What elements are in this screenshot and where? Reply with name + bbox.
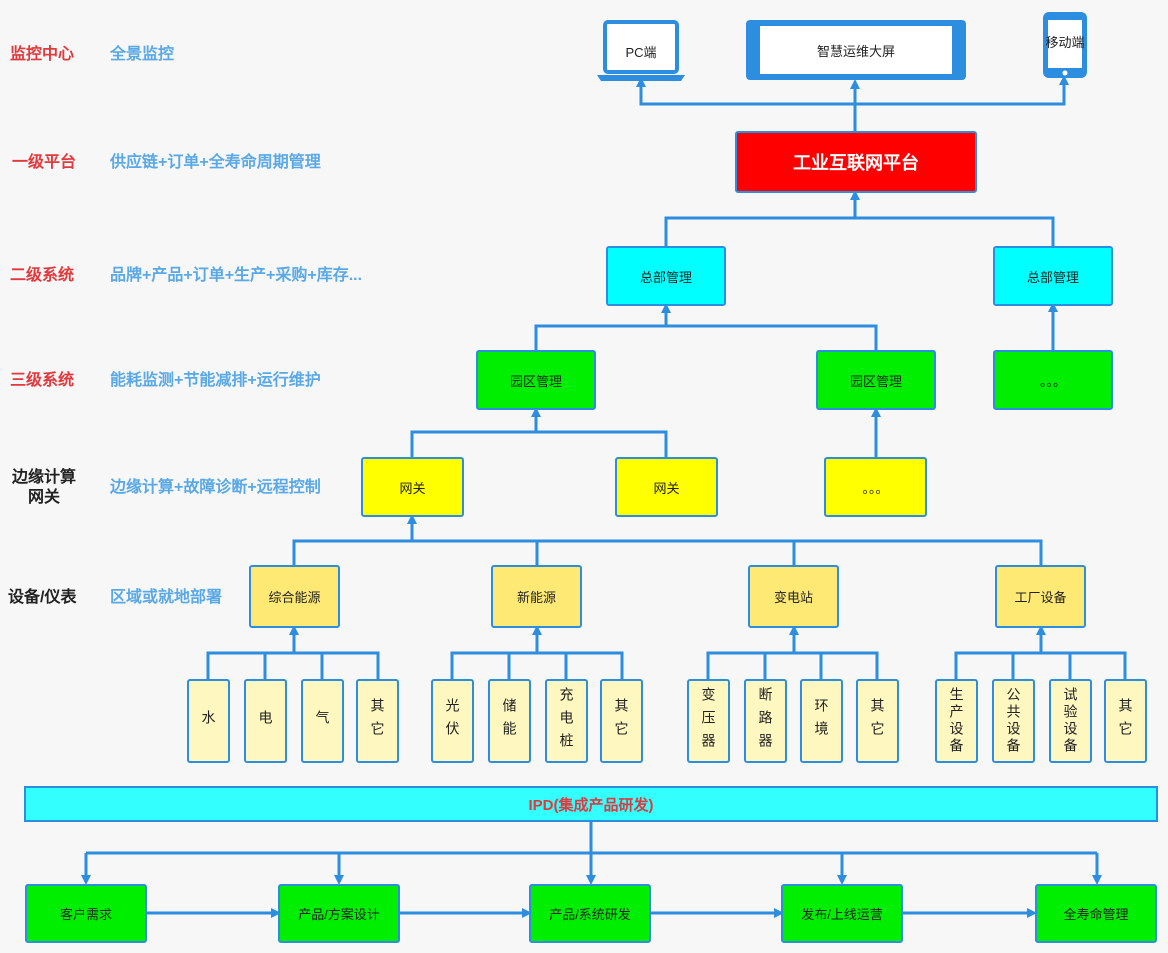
big-screen-icon — [746, 20, 966, 80]
level-name-tertiary: 三级系统 — [10, 372, 75, 389]
leaf-environment: 环境 — [800, 679, 843, 763]
level-desc-primary: 供应链+订单+全寿命周期管理 — [110, 154, 321, 171]
leaf-photovoltaic: 光伏 — [431, 679, 474, 763]
leaf-other-4: 其它 — [1104, 679, 1147, 763]
leaf-production-equipment: 生产设备 — [935, 679, 978, 763]
laptop-icon — [597, 20, 685, 81]
level-name-primary: 一级平台 — [12, 154, 77, 171]
park-management-2: 园区管理 — [816, 350, 936, 410]
category-substation: 变电站 — [748, 565, 839, 628]
hq-management-2: 总部管理 — [993, 246, 1113, 306]
big-screen-label: 智慧运维大屏 — [816, 44, 895, 59]
leaf-breaker: 断路器 — [744, 679, 787, 763]
process-release-operation: 发布/上线运营 — [781, 884, 903, 943]
pc-label: PC端 — [625, 45, 657, 60]
leaf-other-2: 其它 — [600, 679, 643, 763]
leaf-gas: 气 — [301, 679, 344, 763]
mobile-icon — [1043, 12, 1087, 78]
level-name-monitor: 监控中心 — [10, 46, 75, 63]
leaf-electricity: 电 — [244, 679, 287, 763]
level-desc-secondary: 品牌+产品+订单+生产+采购+库存... — [110, 267, 363, 284]
level-desc-tertiary: 能耗监测+节能减排+运行维护 — [110, 372, 321, 389]
leaf-test-equipment: 试验设备 — [1049, 679, 1092, 763]
level-name-secondary: 二级系统 — [10, 267, 75, 284]
gateway-2: 网关 — [615, 457, 718, 517]
process-system-rd: 产品/系统研发 — [529, 884, 651, 943]
category-integrated-energy: 综合能源 — [249, 565, 340, 628]
level-desc-edge: 边缘计算+故障诊断+远程控制 — [110, 479, 321, 496]
leaf-transformer: 变压器 — [687, 679, 730, 763]
leaf-storage: 储能 — [488, 679, 531, 763]
leaf-public-equipment: 公共设备 — [992, 679, 1035, 763]
process-customer-demand: 客户需求 — [25, 884, 147, 943]
leaf-water: 水 — [187, 679, 230, 763]
level-desc-device: 区域或就地部署 — [110, 589, 223, 606]
ipd-banner: IPD(集成产品研发) — [24, 786, 1158, 822]
process-lifecycle-management: 全寿命管理 — [1035, 884, 1157, 943]
level-name-device: 设备/仪表 — [8, 589, 77, 606]
category-factory-equipment: 工厂设备 — [995, 565, 1086, 628]
level-name-edge: 边缘计算 网关 — [11, 469, 76, 506]
industrial-internet-platform: 工业互联网平台 — [735, 131, 977, 193]
park-management-more: 。。。 — [993, 350, 1113, 410]
mobile-label: 移动端 — [1045, 35, 1085, 50]
park-management-1: 园区管理 — [476, 350, 596, 410]
leaf-other-3: 其它 — [856, 679, 899, 763]
leaf-other-1: 其它 — [356, 679, 399, 763]
hq-management-1: 总部管理 — [606, 246, 726, 306]
gateway-more: 。。。 — [824, 457, 927, 517]
leaf-charging-pile: 充电桩 — [545, 679, 588, 763]
process-solution-design: 产品/方案设计 — [278, 884, 400, 943]
category-new-energy: 新能源 — [491, 565, 582, 628]
gateway-1: 网关 — [361, 457, 464, 517]
level-desc-monitor: 全景监控 — [110, 46, 175, 63]
